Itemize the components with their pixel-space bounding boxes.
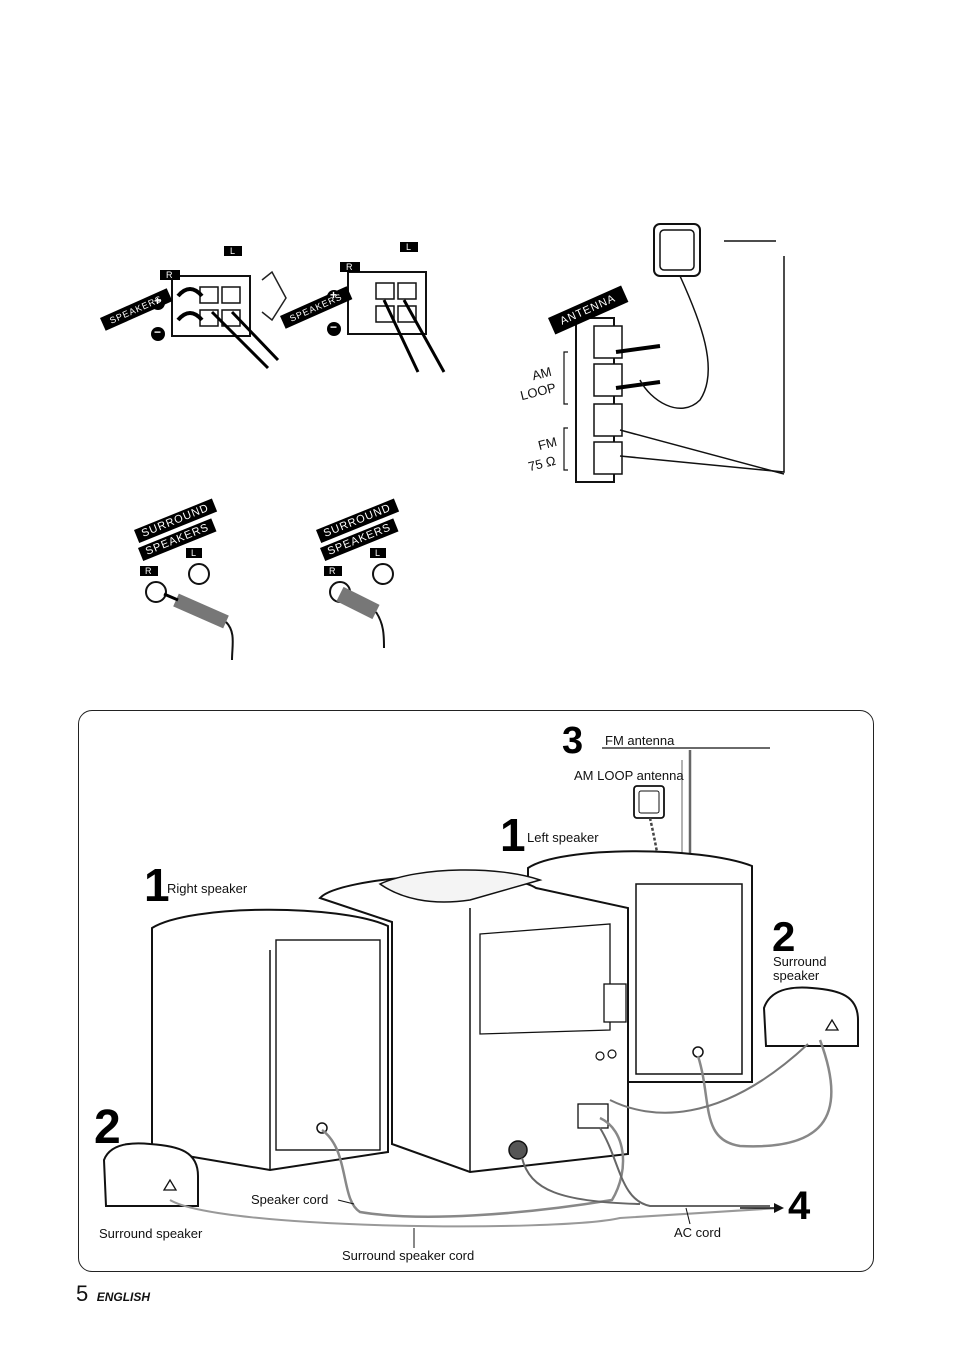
- step-left-speaker-number: 1: [500, 812, 526, 858]
- surround-speaker-left-label: Surround speaker: [99, 1226, 202, 1241]
- fm-antenna-label: FM antenna: [605, 733, 674, 748]
- step-surround-left-number: 2: [94, 1104, 121, 1152]
- ac-cord-label: AC cord: [674, 1225, 721, 1240]
- am-loop-antenna-label: AM LOOP antenna: [574, 768, 684, 783]
- language-label: ENGLISH: [97, 1290, 150, 1304]
- left-speaker-label: Left speaker: [527, 830, 599, 845]
- page-number: 5: [76, 1281, 88, 1306]
- step-surround-right-number: 2: [772, 916, 795, 958]
- step-fm-antenna-number: 3: [562, 722, 583, 760]
- step-ac-cord-number: 4: [788, 1186, 810, 1226]
- step-right-speaker-number: 1: [144, 862, 170, 908]
- surround-speaker-cord-label: Surround speaker cord: [342, 1248, 474, 1263]
- right-speaker-label: Right speaker: [167, 881, 247, 896]
- surround-speaker-right-label: Surround speaker: [773, 955, 826, 983]
- page-footer: 5 ENGLISH: [76, 1281, 150, 1307]
- speaker-cord-label: Speaker cord: [251, 1192, 328, 1207]
